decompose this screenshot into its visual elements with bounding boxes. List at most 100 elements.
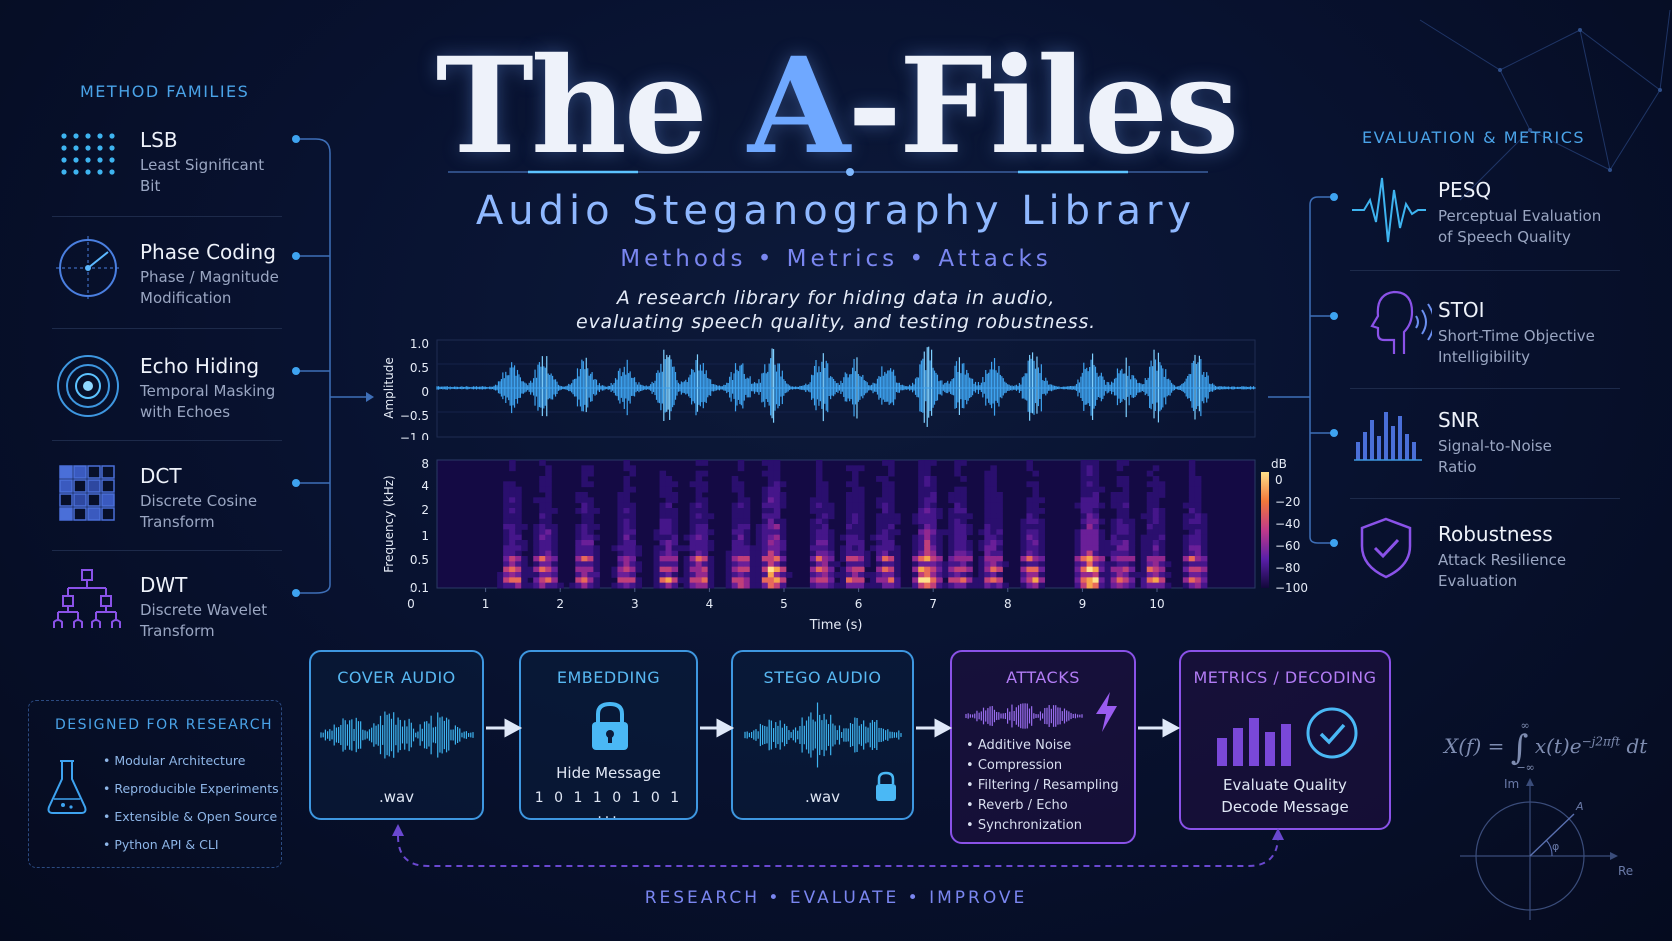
spectrogram-cell [1194, 534, 1202, 541]
spectrogram-cell [533, 497, 540, 504]
spectrogram-cell [1146, 497, 1154, 504]
spectrogram-cell [1110, 540, 1118, 546]
spectrogram-cell [1026, 561, 1033, 568]
spectrogram-cell [623, 502, 630, 509]
spectrogram-cell [888, 508, 895, 514]
spectrogram-cell [827, 513, 835, 520]
spectrogram-cell [821, 518, 829, 525]
spectrogram-cell [653, 534, 661, 541]
spectrogram-cell [930, 476, 937, 482]
spectrogram-cell [1194, 492, 1202, 498]
spectrogram-cell [1086, 534, 1094, 541]
spectrogram-cell [695, 561, 703, 568]
left-connector [292, 135, 374, 597]
spectrogram-cell [1110, 556, 1118, 562]
spectrogram-cell [581, 577, 588, 584]
spectrogram-cell [1032, 561, 1039, 568]
spectrogram-cell [1080, 502, 1088, 509]
spectrogram-cell [773, 470, 781, 477]
x-tick: 0 [407, 597, 415, 611]
spectrogram-cell [1098, 561, 1106, 568]
spectrogram-cell [852, 582, 859, 589]
spectrogram-cell [755, 577, 763, 584]
spectrogram-cell [1194, 545, 1202, 552]
spectrogram-cell [1038, 566, 1045, 573]
research-feature-list: • Modular Architecture • Reproducible Ex… [103, 747, 279, 859]
spectrogram-cell [581, 540, 588, 546]
spectrogram-cell [882, 481, 889, 488]
spectrogram-cell [1020, 524, 1027, 530]
spectrogram-cell [888, 572, 895, 578]
spectrogram-cell [539, 508, 546, 514]
spectrogram-cell [659, 545, 667, 552]
spectrogram-cell [1080, 529, 1088, 536]
spectrogram-cell [737, 492, 745, 498]
spectrogram-cell [978, 561, 985, 568]
spectrogram-cell [545, 476, 552, 482]
spectrogram-cell [593, 556, 600, 562]
phasor-diagram: Im Re φ A [1460, 777, 1633, 920]
spectrogram-cell [659, 508, 667, 514]
spectrogram-cell [737, 513, 745, 520]
spectrogram-cell [1116, 550, 1124, 557]
spectrogram-cell [581, 470, 588, 477]
spectrogram-cell [1188, 486, 1196, 493]
spectrogram-cell [918, 497, 925, 504]
subtitle: Audio Steganography Library [475, 188, 1197, 234]
spectrogram-cell [731, 508, 739, 514]
spectrogram-cell [846, 513, 853, 520]
spectrogram-cell [882, 524, 889, 530]
spectrogram-cell [509, 481, 516, 488]
spectrogram-cell [611, 545, 618, 552]
spectrogram-cell [509, 566, 516, 573]
spectrogram-cell [833, 561, 841, 568]
spectrogram-cell [755, 545, 763, 552]
spectrogram-cell [1074, 502, 1082, 509]
spectrogram-cell [846, 534, 853, 541]
spectrogram-cell [809, 534, 817, 541]
spectrogram-cell [960, 561, 967, 568]
spectrogram-cell [1104, 545, 1112, 552]
spectrogram-cell [587, 508, 594, 514]
spectrogram-cell [996, 545, 1003, 552]
spectrogram-cell [1080, 556, 1088, 562]
spectrogram-cell [990, 556, 997, 562]
spectrogram-cell [761, 577, 769, 584]
spectrogram-cell [876, 502, 883, 509]
spectrogram-cell [821, 561, 829, 568]
spectrogram-cell [545, 513, 552, 520]
spectrogram-cell [725, 566, 733, 573]
spectrogram-cell [1116, 518, 1124, 525]
spectrogram-cell [689, 561, 697, 568]
spectrogram-cell [581, 481, 588, 488]
spectrogram-cell [1146, 513, 1154, 520]
spectrogram-cell [852, 492, 859, 498]
spectrogram-cell [876, 572, 883, 578]
spectrogram-cell [551, 577, 558, 584]
spectrogram-cell [1086, 513, 1094, 520]
spectrogram-cell [767, 566, 775, 573]
spectrogram-cell [1032, 545, 1039, 552]
spectrogram-cell [737, 556, 745, 562]
spectrogram-cell [623, 550, 630, 557]
spectrogram-cell [852, 470, 859, 477]
spectrogram-cell [761, 524, 769, 530]
spectrogram-cell [1032, 481, 1039, 488]
spectrogram-cell [936, 572, 943, 578]
spectrogram-cell [593, 550, 600, 557]
spectrogram-cell [545, 545, 552, 552]
spectrogram-cell [701, 513, 709, 520]
spectrogram-cell [809, 572, 817, 578]
spectrogram-cell [936, 566, 943, 573]
spectrogram-cell [930, 550, 937, 557]
spectrogram-cell [503, 566, 510, 573]
spectrogram-cell [1080, 572, 1088, 578]
spectrogram-cell [846, 566, 853, 573]
spectrogram-cell [545, 582, 552, 589]
spectrogram-cell [665, 572, 673, 578]
spectrogram-cell [1116, 582, 1124, 589]
spectrogram-cell [1158, 561, 1166, 568]
spectrogram-cell [671, 550, 679, 557]
spectrogram-cell [888, 577, 895, 584]
spectrogram-cell [623, 524, 630, 530]
